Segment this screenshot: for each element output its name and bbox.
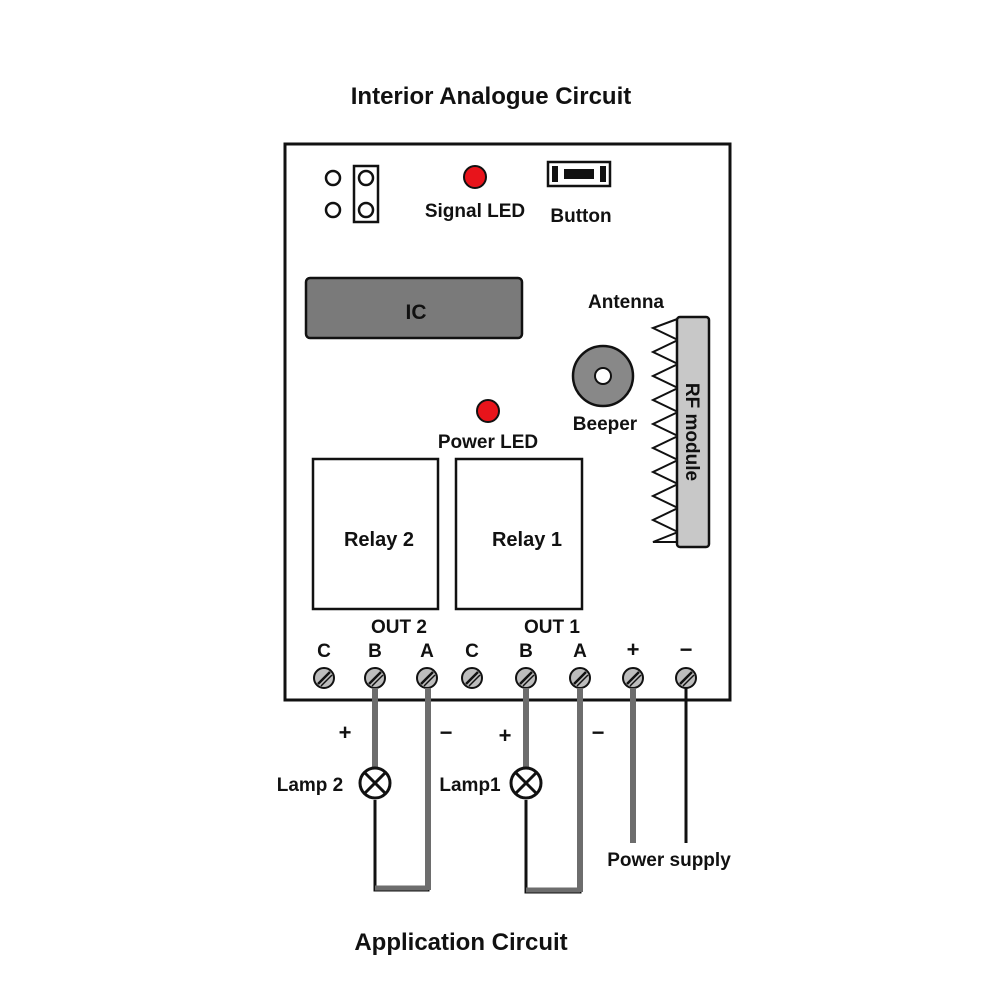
beeper-hole <box>594 367 612 385</box>
lamp-1-plus: + <box>499 723 512 748</box>
ic-chip <box>304 276 524 340</box>
power-supply-label: Power supply <box>607 850 731 871</box>
lamp-1-circuit <box>523 688 583 894</box>
terminal-screw <box>675 667 697 689</box>
out-2-label: OUT 2 <box>371 617 427 638</box>
lamp-2-minus: − <box>440 720 453 745</box>
terminal-labels: C B A C B A + − <box>317 637 692 662</box>
beeper-label: Beeper <box>573 414 638 435</box>
lamp-2-symbol <box>358 766 392 800</box>
relay-1 <box>454 457 584 611</box>
terminal-label-power-plus: + <box>627 637 640 662</box>
terminal-label-out1-c: C <box>465 641 479 662</box>
terminal-screw <box>313 667 335 689</box>
terminal-screw <box>364 667 386 689</box>
application-circuit-title: Application Circuit <box>354 929 567 956</box>
interior-circuit-title: Interior Analogue Circuit <box>351 83 631 110</box>
terminal-screw <box>622 667 644 689</box>
terminal-label-out1-a: A <box>573 641 587 662</box>
power-led-label: Power LED <box>438 432 538 453</box>
terminal-label-power-minus: − <box>680 637 693 662</box>
antenna-label: Antenna <box>588 292 664 313</box>
jumper-header <box>324 164 380 224</box>
rf-module-label: RF module <box>681 383 702 481</box>
power-led <box>476 399 500 423</box>
terminal-label-out2-a: A <box>420 641 434 662</box>
button-switch <box>546 160 612 188</box>
relay-2 <box>311 457 440 611</box>
terminal-screw <box>461 667 483 689</box>
signal-led <box>463 165 487 189</box>
terminal-label-out2-b: B <box>368 641 382 662</box>
ic-label: IC <box>406 301 427 324</box>
terminal-screw <box>416 667 438 689</box>
signal-led-label: Signal LED <box>425 201 525 222</box>
terminal-screw <box>569 667 591 689</box>
terminal-block <box>313 667 697 689</box>
lamp-1-label: Lamp1 <box>439 775 501 796</box>
relay-2-label: Relay 2 <box>344 529 414 551</box>
rf-module <box>675 315 711 549</box>
circuit-board <box>283 142 732 702</box>
lamp-1-symbol <box>509 766 543 800</box>
lamp-2-circuit <box>372 688 431 892</box>
relay-1-label: Relay 1 <box>492 529 562 551</box>
terminal-label-out2-c: C <box>317 641 331 662</box>
lamp-2-label: Lamp 2 <box>277 775 344 796</box>
lamp-1-minus: − <box>592 720 605 745</box>
lamp-2-plus: + <box>339 720 352 745</box>
terminal-screw <box>515 667 537 689</box>
button-label: Button <box>550 206 611 227</box>
terminal-label-out1-b: B <box>519 641 533 662</box>
out-1-label: OUT 1 <box>524 617 580 638</box>
